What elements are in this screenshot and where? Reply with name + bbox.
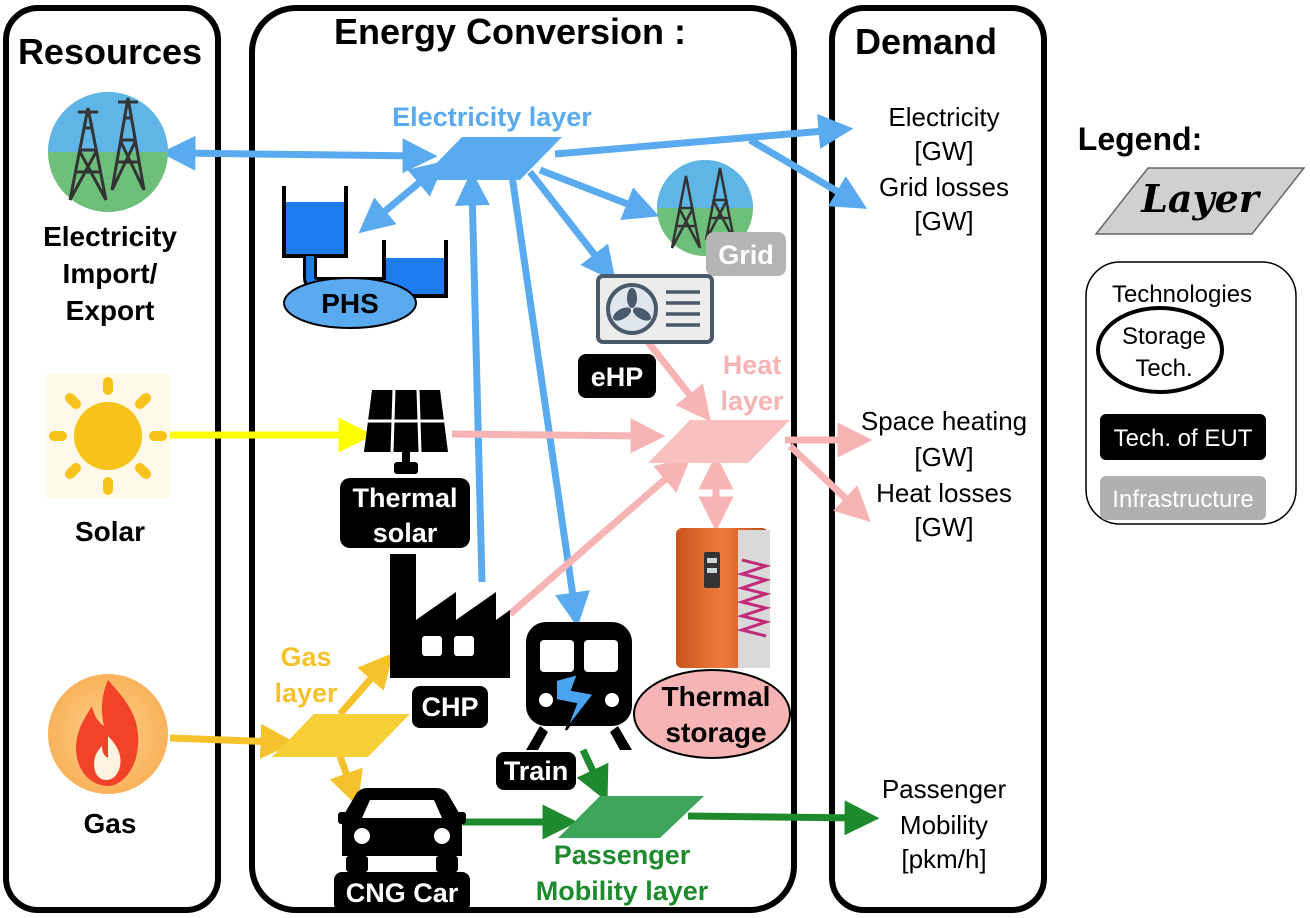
chp-label: CHP bbox=[421, 692, 478, 722]
mobility-layer-label-2: Mobility layer bbox=[536, 876, 709, 906]
conversion-column-box bbox=[249, 5, 797, 913]
heat-layer bbox=[648, 420, 790, 463]
thermal-solar-eut-tag bbox=[340, 478, 470, 548]
thermal-solar-label-1: Thermal bbox=[352, 483, 457, 513]
flow-mobility-to-demand bbox=[687, 800, 880, 836]
thermal-solar-label-2: solar bbox=[373, 518, 438, 548]
legend-title: Legend: bbox=[1078, 121, 1202, 157]
cng-car-label: CNG Car bbox=[346, 878, 459, 908]
legend-layer-shape bbox=[1094, 167, 1306, 235]
legend-eut-label: Tech. of EUT bbox=[1114, 425, 1253, 452]
thermal-storage-label-2: storage bbox=[665, 717, 766, 748]
electricity-layer-label: Electricity layer bbox=[392, 102, 592, 132]
gas-label: Gas bbox=[84, 808, 137, 839]
flow-elec-to-ehp bbox=[527, 169, 616, 282]
flow-train-to-mobility bbox=[576, 748, 609, 802]
demand-grid-losses-1: Grid losses bbox=[879, 172, 1009, 202]
flow-gas-to-gas-layer bbox=[169, 723, 296, 759]
legend-eut-tag bbox=[1100, 414, 1266, 460]
flow-chp-to-elec bbox=[454, 170, 490, 583]
phs-label: PHS bbox=[321, 288, 379, 319]
cng-car-eut-tag bbox=[334, 872, 470, 912]
heat-layer-label-2: layer bbox=[720, 386, 784, 416]
flow-ehp-to-heat bbox=[645, 339, 711, 422]
ehp-label: eHP bbox=[591, 362, 644, 392]
mobility-layer-label-1: Passenger bbox=[554, 840, 691, 870]
flow-elec-import-export bbox=[160, 135, 438, 174]
demand-space-heating-2: [GW] bbox=[914, 442, 973, 472]
flow-gas-layer-to-chp bbox=[337, 652, 394, 717]
flow-elec-to-grid-losses bbox=[748, 136, 868, 209]
gas-flows bbox=[169, 652, 394, 807]
factory-icon bbox=[390, 554, 510, 678]
legend-technologies-label: Technologies bbox=[1112, 281, 1252, 308]
thermal-storage-label-1: Thermal bbox=[662, 681, 771, 712]
demand-heat-losses-2: [GW] bbox=[914, 512, 973, 542]
train-eut-tag bbox=[496, 752, 576, 790]
legend-infrastructure-tag bbox=[1100, 476, 1266, 520]
elec-import-label-1: Electricity bbox=[43, 221, 177, 252]
legend-storage-ellipse bbox=[1096, 306, 1224, 394]
demand-heat-losses-1: Heat losses bbox=[876, 478, 1012, 508]
demand-space-heating-1: Space heating bbox=[861, 406, 1027, 436]
elec-import-label-3: Export bbox=[66, 295, 155, 326]
flow-thermal-solar-to-heat bbox=[451, 418, 666, 454]
flow-elec-to-grid bbox=[538, 166, 660, 220]
conversion-title: Energy Conversion : bbox=[334, 11, 686, 52]
grid-label: Grid bbox=[718, 240, 774, 270]
heat-layer-label-1: Heat bbox=[723, 350, 782, 380]
resources-column-box bbox=[3, 5, 221, 913]
hot-water-tank-icon bbox=[676, 528, 772, 668]
flow-elec-phs bbox=[358, 160, 446, 234]
legend-layer-label: Layer bbox=[1140, 176, 1262, 221]
electricity-layer bbox=[420, 137, 562, 180]
thermal-storage-badge bbox=[633, 669, 791, 759]
train-icon bbox=[526, 622, 632, 750]
grid-infrastructure-tag bbox=[706, 232, 786, 276]
demand-mobility-2: Mobility bbox=[900, 810, 988, 840]
demand-electricity-2: [GW] bbox=[914, 136, 973, 166]
legend-technologies-box bbox=[1085, 261, 1297, 525]
ehp-eut-tag bbox=[578, 354, 656, 398]
legend-storage-label-2: Tech. bbox=[1135, 355, 1192, 382]
demand-electricity-1: Electricity bbox=[888, 102, 999, 132]
sun-icon bbox=[46, 374, 170, 498]
chp-eut-tag bbox=[412, 686, 488, 728]
demand-mobility-1: Passenger bbox=[882, 774, 1007, 804]
solar-label: Solar bbox=[75, 516, 145, 547]
gas-layer-label-2: layer bbox=[274, 678, 338, 708]
flow-heat-to-heat-losses bbox=[787, 443, 871, 522]
gas-layer bbox=[272, 714, 410, 757]
mobility-flows bbox=[450, 748, 880, 840]
flame-icon bbox=[48, 674, 168, 794]
demand-grid-losses-2: [GW] bbox=[914, 206, 973, 236]
flow-chp-to-heat bbox=[507, 456, 692, 617]
resources-title: Resources bbox=[18, 31, 202, 72]
elec-import-label-2: Import/ bbox=[63, 258, 158, 289]
flow-elec-to-demand bbox=[554, 114, 854, 158]
legend-storage-label-1: Storage bbox=[1122, 323, 1206, 350]
heat-flows bbox=[451, 339, 873, 617]
legend-infrastructure-label: Infrastructure bbox=[1112, 486, 1253, 513]
demand-title: Demand bbox=[855, 21, 997, 62]
gas-layer-label-1: Gas bbox=[280, 642, 331, 672]
electricity-flows bbox=[160, 114, 868, 628]
transmission-tower-icon bbox=[48, 92, 168, 212]
demand-column-box bbox=[829, 5, 1047, 913]
flow-elec-to-train bbox=[508, 175, 590, 628]
solar-panel-icon bbox=[364, 389, 448, 474]
car-icon bbox=[338, 788, 466, 872]
flow-gas-layer-to-car bbox=[329, 754, 363, 807]
phs-storage-badge bbox=[283, 277, 417, 329]
heat-pump-icon bbox=[596, 274, 714, 344]
train-label: Train bbox=[504, 756, 569, 786]
mobility-layer bbox=[558, 796, 704, 838]
demand-mobility-3: [pkm/h] bbox=[901, 844, 986, 874]
